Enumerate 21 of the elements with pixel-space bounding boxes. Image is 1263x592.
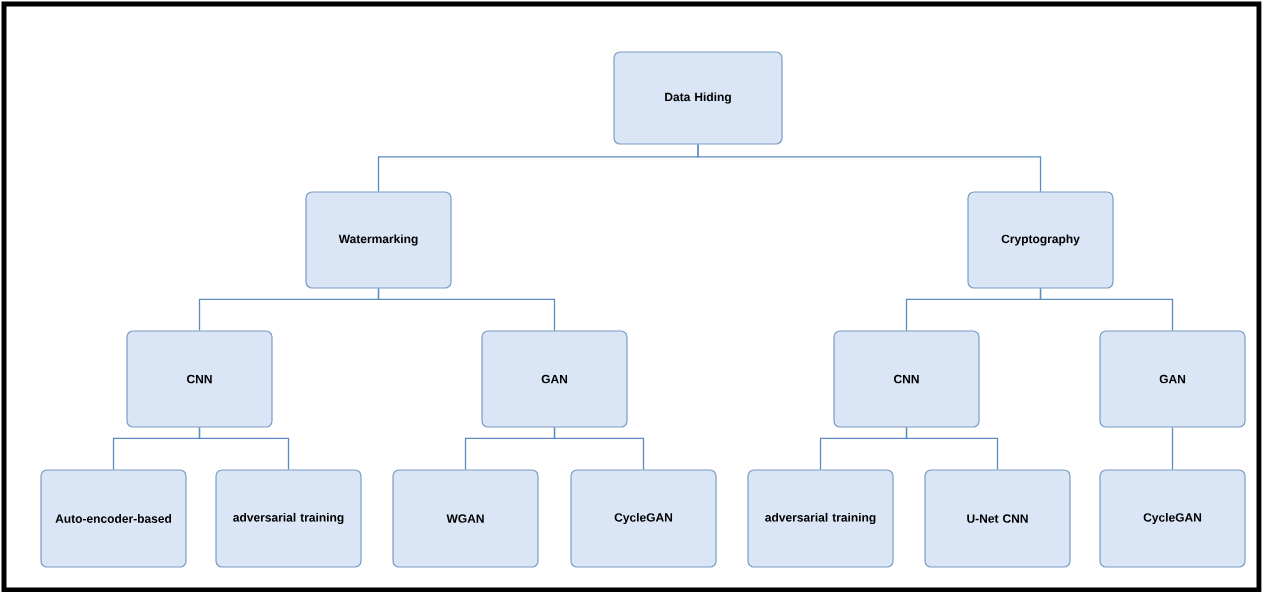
connector xyxy=(198,426,290,471)
category-box: Watermarking xyxy=(305,191,452,289)
connector xyxy=(905,426,999,471)
category-box: WGAN xyxy=(392,469,539,568)
connector xyxy=(1171,426,1174,471)
category-box: Data Hiding xyxy=(613,51,783,145)
category-box: Cryptography xyxy=(967,191,1114,289)
category-box: Auto-encoder-based xyxy=(40,469,187,568)
category-box: CycleGAN xyxy=(1099,469,1246,568)
category-box: GAN xyxy=(481,330,628,428)
category-box: U-Net CNN xyxy=(924,469,1071,568)
category-box: CNN xyxy=(833,330,980,428)
category-box: CNN xyxy=(126,330,273,428)
category-box: adversarial training xyxy=(747,469,894,568)
category-box: adversarial training xyxy=(215,469,362,568)
category-box: GAN xyxy=(1099,330,1246,428)
category-box: CycleGAN xyxy=(570,469,717,568)
connector xyxy=(1039,287,1174,332)
connector xyxy=(697,143,1042,193)
connector xyxy=(553,426,645,471)
connector xyxy=(377,287,556,332)
